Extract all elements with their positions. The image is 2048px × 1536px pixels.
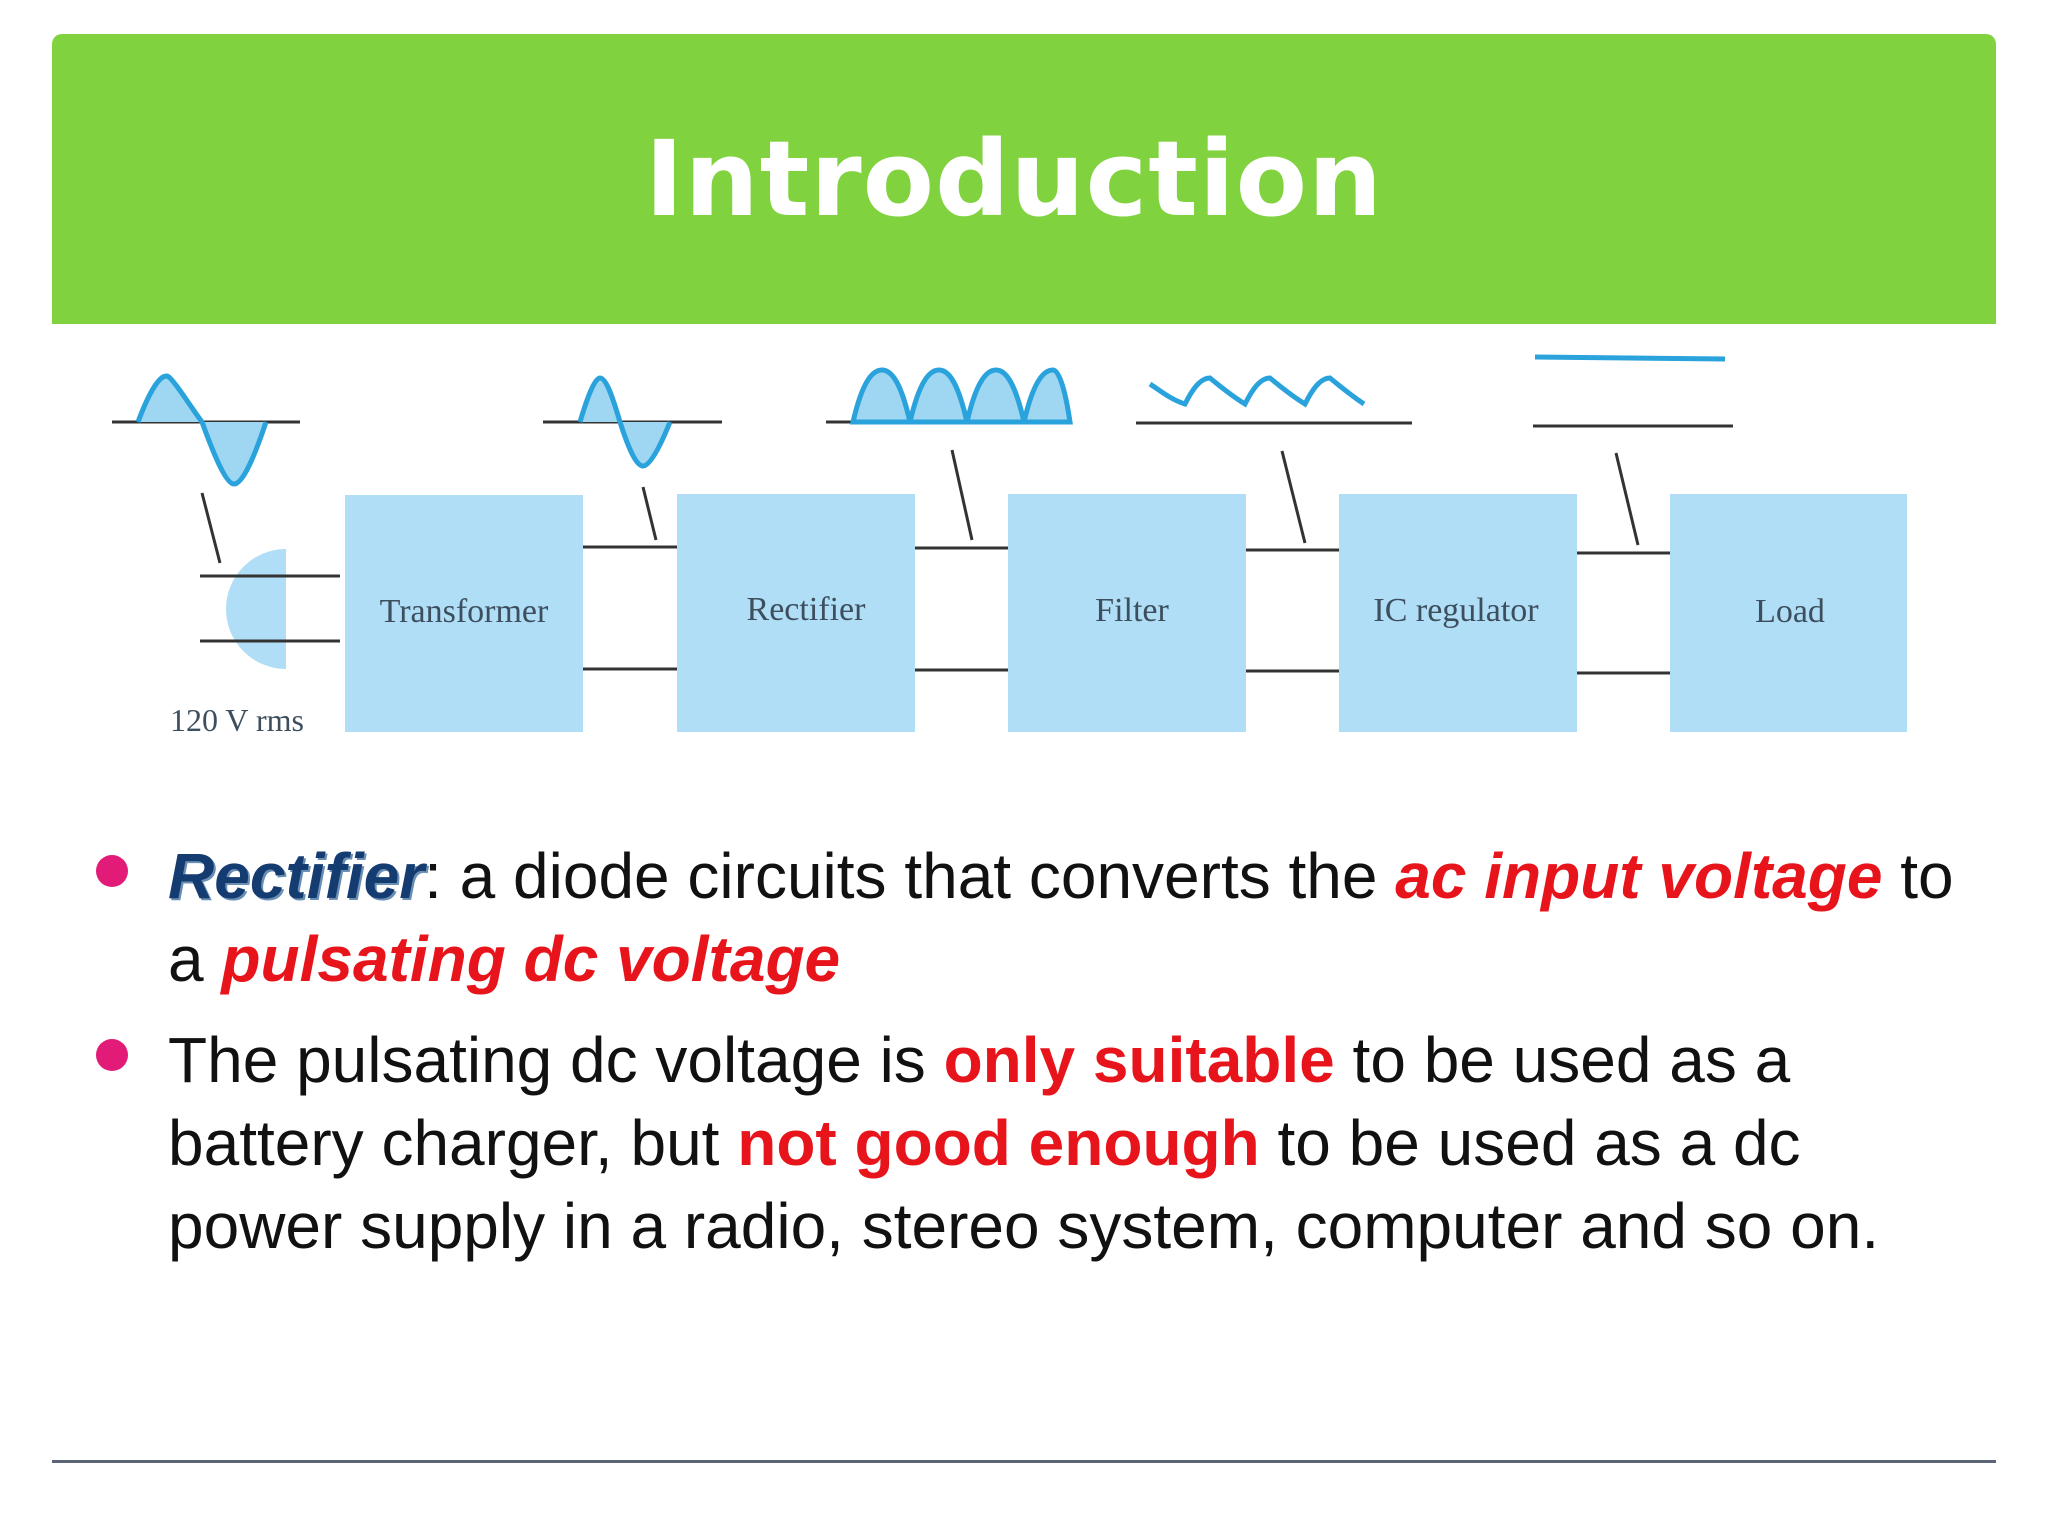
slide-title: Introduction [644, 118, 1384, 240]
filtered-output-waveform [1136, 375, 1412, 425]
block-filter: Filter [1008, 494, 1246, 732]
block-transformer: Transformer [345, 495, 583, 732]
ac-input-waveform [112, 373, 300, 487]
transformer-output-waveform [543, 375, 722, 469]
bullet-item-rectifier: Rectifier: a diode circuits that convert… [90, 835, 1970, 1001]
block-rectifier: Rectifier [677, 494, 915, 732]
regulated-output-waveform [1533, 354, 1733, 428]
power-supply-block-diagram: 120 V rms Transformer Rectifier Filter I… [112, 354, 1907, 738]
ac-source-symbol [200, 549, 340, 669]
bullet-text: to be used as a battery charger, but [168, 1024, 1791, 1179]
term-rectifier: Rectifier [168, 840, 425, 912]
bullet-list: Rectifier: a diode circuits that convert… [90, 835, 1970, 1286]
footer-divider [52, 1460, 1996, 1463]
block-label-rectifier: Rectifier [747, 591, 867, 628]
highlight-not-good-enough: not good enough [737, 1107, 1260, 1179]
connecting-wires [583, 545, 1670, 675]
bullet-text: to a [168, 840, 1954, 995]
bullet-text: to be used as a dc power supply in a rad… [168, 1107, 1880, 1262]
highlight-ac-input-voltage: ac input voltage [1395, 840, 1883, 912]
highlight-only-suitable: only suitable [943, 1024, 1335, 1096]
bullet-dot-icon [96, 1039, 128, 1071]
block-label-filter: Filter [1095, 592, 1169, 629]
bullet-text: The pulsating dc voltage is [168, 1024, 944, 1096]
block-label-ic-regulator: IC regulator [1373, 592, 1539, 629]
bullet-item-pulsating-dc: The pulsating dc voltage is only suitabl… [90, 1019, 1970, 1268]
bullet-dot-icon [96, 855, 128, 887]
rectified-output-waveform [826, 367, 1073, 425]
waveform-pointers [200, 449, 1640, 564]
highlight-pulsating-dc-voltage: pulsating dc voltage [221, 923, 841, 995]
block-load: Load [1670, 494, 1907, 732]
bullet-text: : a diode circuits that converts the [424, 840, 1396, 912]
source-voltage-label: 120 V rms [170, 702, 304, 738]
block-label-transformer: Transformer [380, 593, 549, 630]
block-ic-regulator: IC regulator [1339, 494, 1577, 732]
title-banner: Introduction [52, 34, 1996, 324]
block-label-load: Load [1755, 593, 1825, 630]
